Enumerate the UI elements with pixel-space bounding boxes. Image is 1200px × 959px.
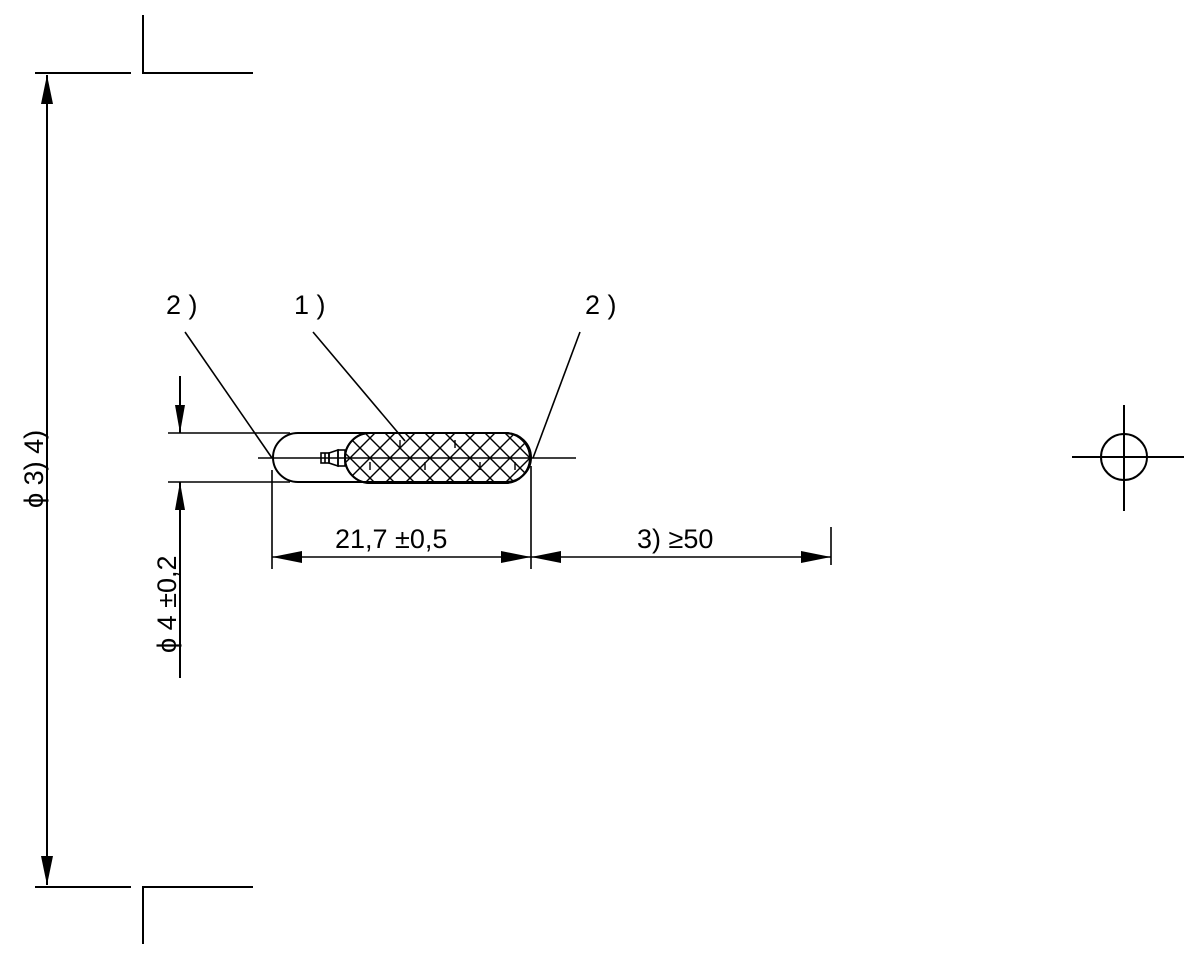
length-extension-lines [271, 466, 832, 569]
body-diameter-extension-lines [168, 432, 290, 483]
callout-left-end: 2 ) [166, 290, 198, 320]
arrow-right-icon [501, 551, 531, 563]
arrow-right-icon [801, 551, 831, 563]
outer-boundary-top [35, 15, 253, 74]
arrow-left-icon [531, 551, 561, 563]
outer-boundary-bottom [35, 886, 253, 944]
length-dimension [272, 551, 531, 563]
centre-mark-icon [1072, 405, 1184, 511]
outer-diameter-label: ϕ 3) 4) [19, 430, 49, 508]
arrow-up-icon [41, 75, 53, 104]
callout-core: 1 ) [294, 290, 326, 320]
leader-lines [184, 331, 581, 459]
connector-pin [320, 448, 346, 468]
body-diameter-dimension [175, 376, 185, 678]
callout-right-end: 2 ) [585, 290, 617, 320]
arrow-left-icon [272, 551, 302, 563]
body-diameter-label: ϕ 4 ±0,2 [152, 556, 182, 654]
arrow-up-icon [175, 482, 185, 510]
capsule-body [258, 432, 576, 483]
outer-diameter-dimension [41, 75, 53, 885]
clearance-dimension [531, 551, 831, 563]
arrow-down-icon [175, 405, 185, 433]
arrow-down-icon [41, 856, 53, 885]
length-label: 21,7 ±0,5 [335, 524, 447, 554]
clearance-label: 3) ≥50 [637, 524, 713, 554]
